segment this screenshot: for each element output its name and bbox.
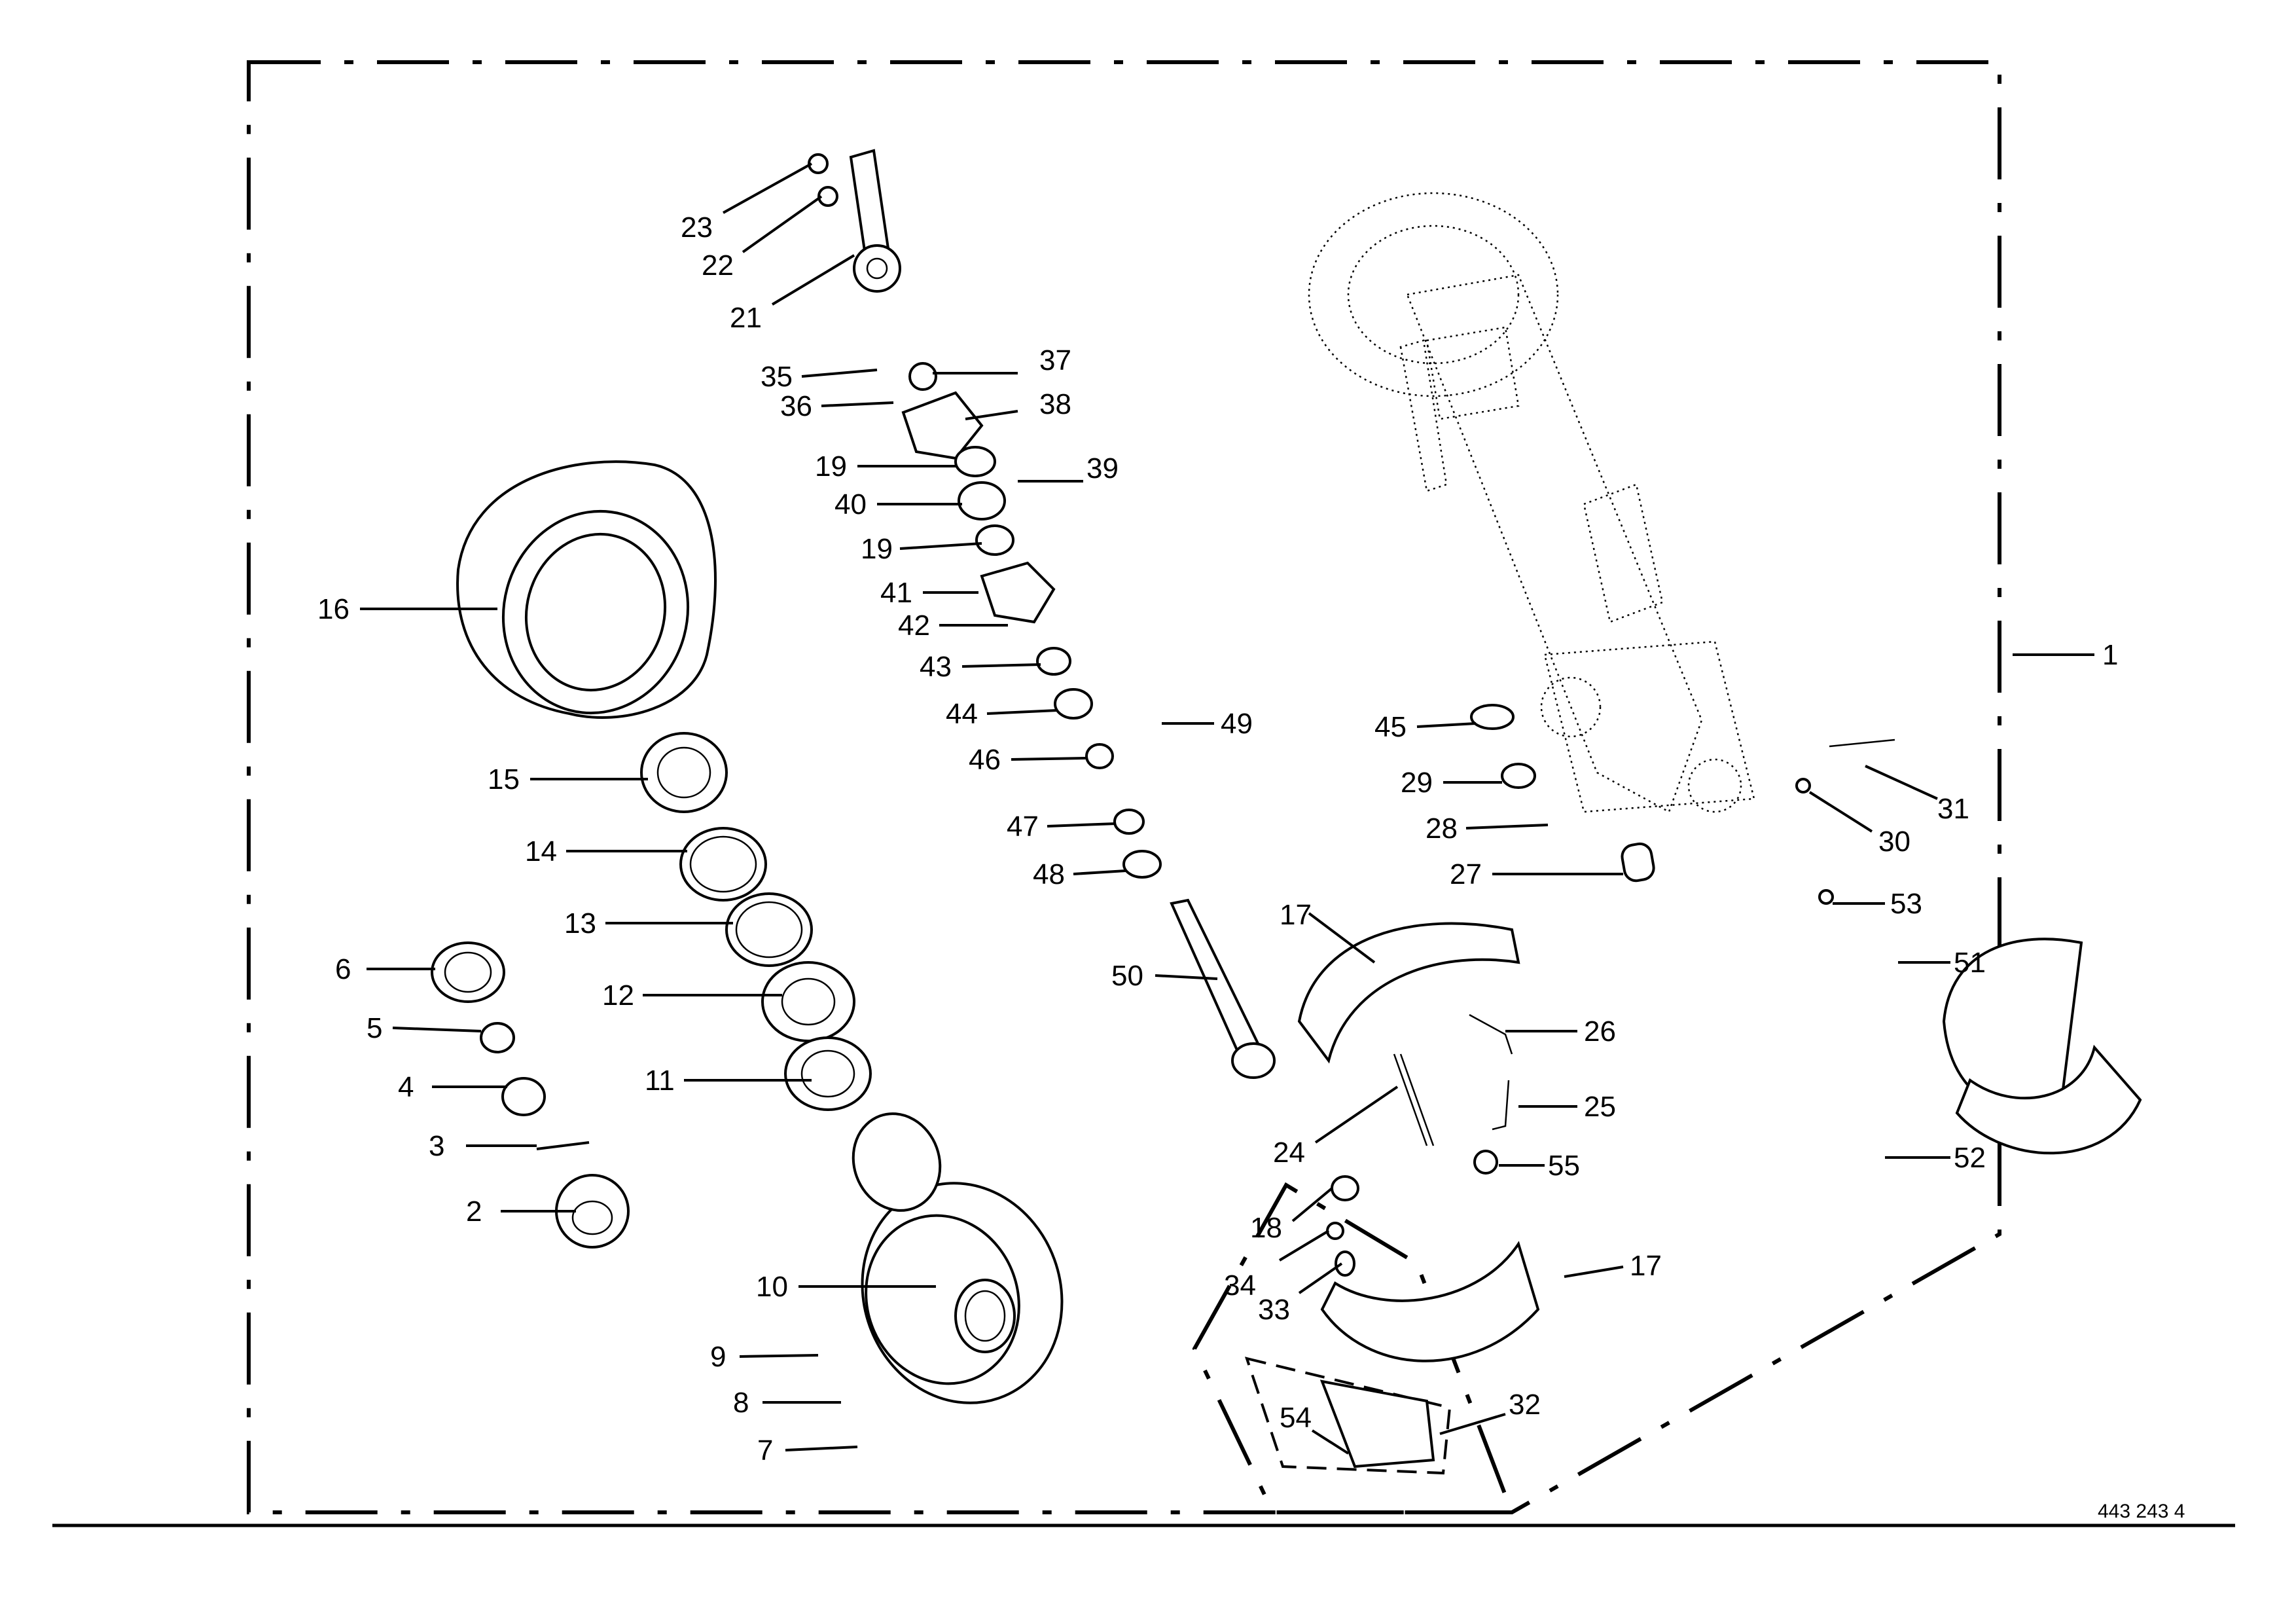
callout-53: 53 [1890,888,1922,920]
bearing-stack [640,732,872,1111]
callout-5: 5 [367,1012,382,1044]
callout-42: 42 [898,610,930,642]
callout-50: 50 [1111,960,1143,992]
callout-8: 8 [733,1387,749,1419]
callout-43: 43 [920,651,952,683]
callout-38: 38 [1039,388,1071,420]
callout-24: 24 [1273,1137,1305,1169]
callout-49: 49 [1221,708,1253,740]
callout-27: 27 [1450,858,1482,890]
drawing-number: 443 243 4 [2098,1501,2185,1522]
callout-13: 13 [564,907,596,939]
callout-51: 51 [1954,947,1986,979]
brake-shoes [1297,922,1540,1468]
callout-2: 2 [466,1195,482,1228]
callout-12: 12 [602,979,634,1012]
callout-44: 44 [946,698,978,730]
callout-29: 29 [1401,767,1433,799]
callout-48: 48 [1033,858,1065,890]
callout-14: 14 [525,835,557,867]
callout-19a: 19 [815,450,847,483]
wheel-hub [861,1182,1064,1404]
callout-21: 21 [730,302,762,334]
callout-34: 34 [1224,1269,1256,1302]
callout-54: 54 [1280,1402,1312,1434]
tone-ring [852,1112,942,1212]
camshaft-bracket-parts [901,362,1162,879]
callout-41: 41 [880,577,912,609]
axle-housing-outline [1308,192,1755,813]
callout-15: 15 [488,763,520,795]
callout-4: 4 [398,1071,414,1103]
callout-35: 35 [761,361,793,393]
callout-40: 40 [834,488,867,520]
callout-55: 55 [1548,1150,1580,1182]
callout-labels: 1 2 3 4 5 6 7 8 9 10 11 12 13 14 15 16 1 [317,162,2118,1467]
assembly-frame [247,60,2001,1514]
callout-26: 26 [1584,1015,1616,1048]
callout-37: 37 [1039,344,1071,376]
callout-7: 7 [757,1434,773,1467]
callout-52: 52 [1954,1142,1986,1174]
callout-9: 9 [710,1341,726,1373]
callout-18: 18 [1250,1212,1282,1244]
callout-47: 47 [1007,811,1039,843]
callout-17a: 17 [1280,899,1312,931]
callout-1: 1 [2102,639,2118,671]
callout-46: 46 [969,744,1001,776]
callout-28: 28 [1426,812,1458,845]
callout-25: 25 [1584,1091,1616,1123]
callout-45: 45 [1374,711,1407,743]
callout-23: 23 [681,211,713,244]
springs-and-rollers [1326,704,1895,1277]
callout-17b: 17 [1630,1250,1662,1282]
callout-36: 36 [780,390,812,422]
callout-10: 10 [756,1271,788,1303]
callout-16: 16 [317,593,350,625]
brake-drum [456,460,717,719]
callout-22: 22 [702,249,734,282]
callout-39: 39 [1086,452,1119,484]
slack-adjuster [808,149,901,293]
axle-nut-parts [431,941,630,1249]
callout-3: 3 [429,1130,444,1162]
camshaft-head [1231,1042,1276,1079]
callout-11: 11 [645,1065,675,1097]
dust-shields [1942,938,2142,1155]
callout-30: 30 [1878,826,1910,858]
callout-32: 32 [1509,1389,1541,1421]
callout-6: 6 [335,953,351,985]
callout-19b: 19 [861,533,893,565]
callout-31: 31 [1937,793,1969,825]
callout-33: 33 [1258,1294,1290,1326]
